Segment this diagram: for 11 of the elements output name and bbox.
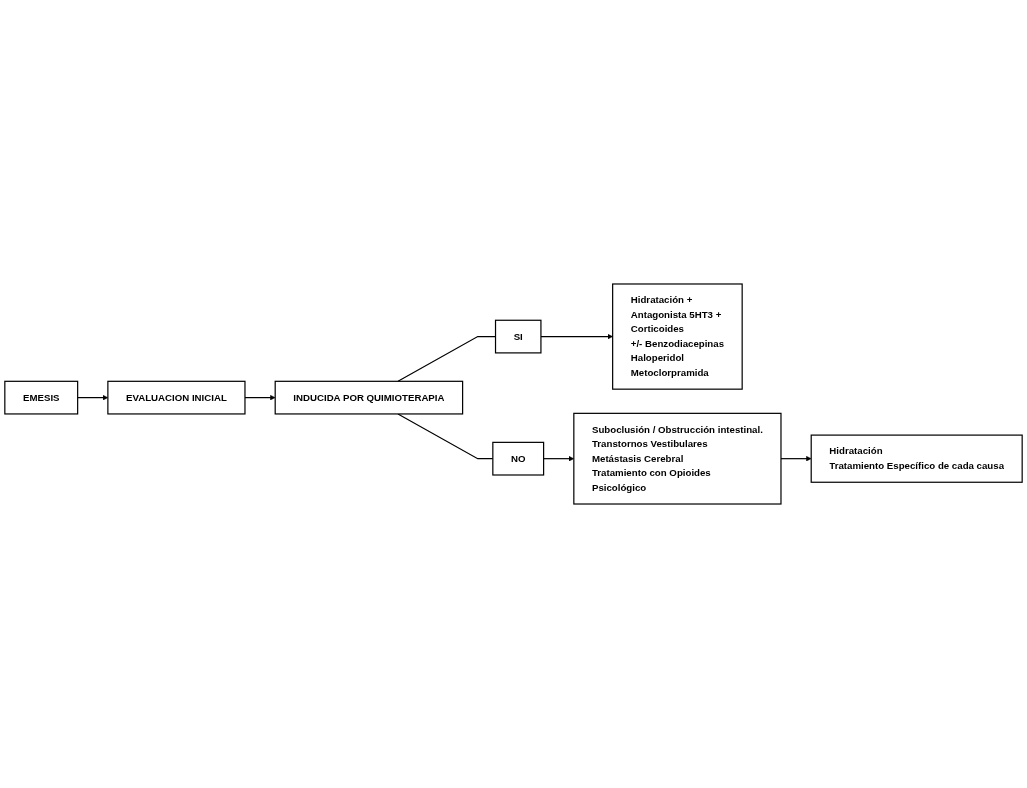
node-box: EMESIS — [4, 380, 79, 415]
node-box: NO — [492, 441, 545, 476]
node-box: Hidratación + Antagonista 5HT3 + Corticoides +/- Benzodiacepinas Haloperidol Metoclorpramida — [612, 283, 743, 390]
node-box: INDUCIDA POR QUIMIOTERAPIA — [274, 380, 464, 415]
node-box: Hidratación Tratamiento Específico de cada causa — [810, 434, 1023, 483]
arrow — [540, 333, 613, 340]
arrow — [244, 394, 276, 401]
node-box: Suboclusión / Obstrucción intestinal. Transtornos Vestibulares Metástasis Cerebral Tratamiento con Opioides Psicológico — [573, 412, 782, 505]
arrow — [780, 456, 812, 462]
node-box: EVALUACION INICIAL — [107, 380, 246, 415]
node-box: SI — [494, 319, 542, 354]
